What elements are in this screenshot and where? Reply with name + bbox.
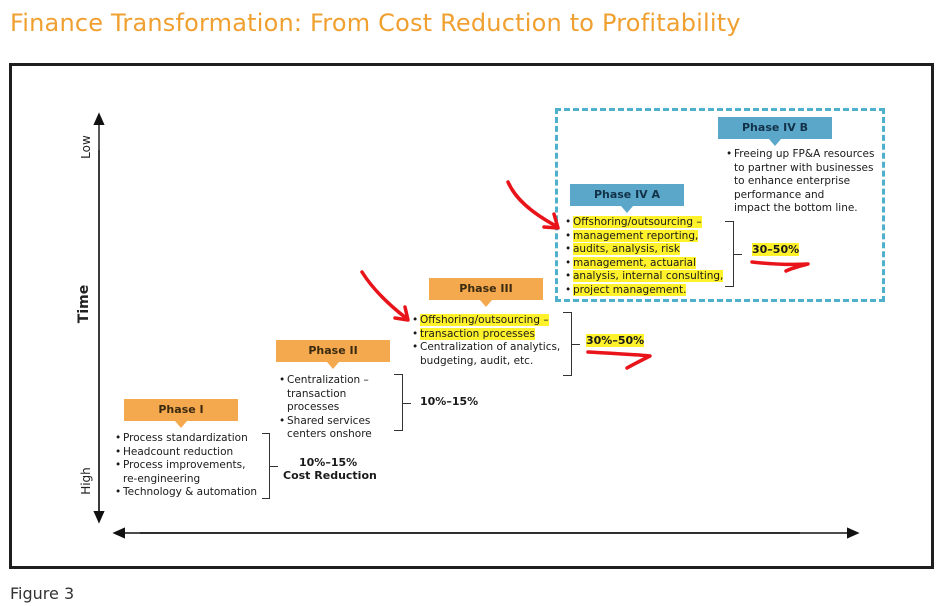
list-item: processes [279, 401, 372, 415]
list-item-cont: re-engineering [123, 472, 201, 485]
phase-1-percent-caption: Cost Reduction [283, 469, 377, 482]
highlighted-text: analysis, internal consulting, [573, 270, 724, 283]
phase-1-percent: 10%–15% [299, 456, 358, 469]
phase-2-tag: Phase II [276, 340, 390, 369]
phase-4a-percent: 30–50% [752, 243, 800, 256]
list-item: re-engineering [115, 473, 257, 487]
phase-4b-tag: Phase IV B [718, 117, 832, 146]
phase-iv-group-box [555, 108, 885, 302]
list-item-cont: centers onshore [287, 428, 372, 441]
list-item: budgeting, audit, etc. [412, 355, 560, 369]
highlighted-text: 30–50% [752, 243, 800, 256]
annotation-underline-phase-4a [750, 260, 810, 273]
list-item: Headcount reduction [115, 446, 257, 460]
phase-1-brace [262, 433, 278, 499]
highlighted-text: management, actuarial [573, 256, 697, 269]
list-item: Process standardization [115, 432, 257, 446]
list-item: Shared services [279, 415, 372, 429]
highlighted-text: Offshoring/outsourcing – [420, 314, 549, 326]
phase-3-list: Offshoring/outsourcing – transaction pro… [412, 314, 560, 368]
phase-2-list: Centralization – transaction processes S… [279, 374, 372, 442]
highlighted-text: Offshoring/outsourcing – [573, 216, 702, 228]
annotation-arrow-phase-4a [506, 180, 558, 228]
phase-3-tag: Phase III [429, 278, 543, 307]
page-title: Finance Transformation: From Cost Reduct… [10, 9, 741, 37]
list-item: Process improvements, [115, 459, 257, 473]
figure-caption: Figure 3 [10, 584, 75, 603]
highlighted-text: project management. [573, 283, 687, 296]
list-item: Centralization – [279, 374, 372, 388]
highlighted-text: management reporting, [573, 229, 699, 242]
list-item: project management. [565, 283, 723, 298]
phase-4a-brace [725, 221, 742, 287]
list-item-cont: budgeting, audit, etc. [420, 354, 534, 367]
annotation-arrow-phase-3 [360, 270, 408, 320]
list-item: transaction [279, 388, 372, 402]
phase-3-brace [563, 312, 580, 376]
list-item: to partner with businesses [734, 161, 874, 174]
phase-2-brace [394, 374, 411, 431]
phase-1-list: Process standardization Headcount reduct… [115, 432, 257, 500]
list-item: transaction processes [412, 327, 560, 342]
list-item: Offshoring/outsourcing – [565, 216, 723, 230]
annotation-arrow-phase-3-head [393, 305, 410, 322]
highlighted-text: audits, analysis, risk [573, 243, 680, 256]
list-item: Technology & automation [115, 486, 257, 500]
phase-1-tag: Phase I [124, 399, 238, 428]
annotation-underline-phase-3 [586, 350, 652, 370]
phase-3-percent: 30%–50% [586, 334, 645, 347]
phase-4a-tag: Phase IV A [570, 184, 684, 213]
phase-2-percent: 10%–15% [420, 395, 479, 408]
list-item-cont: processes [287, 401, 340, 414]
list-item: analysis, internal consulting, [565, 270, 724, 284]
list-item: audits, analysis, risk [565, 243, 723, 257]
list-item: Centralization of analytics, [412, 341, 560, 355]
list-item: impact the bottom line. [734, 202, 858, 215]
list-item: management, actuarial [565, 256, 723, 271]
list-item: centers onshore [279, 428, 372, 442]
phase-4b-list: Freeing up FP&A resources to partner wit… [726, 148, 874, 216]
list-item-cont: transaction [287, 387, 347, 400]
list-item: Offshoring/outsourcing – [412, 314, 560, 328]
highlighted-text: 30%–50% [586, 334, 645, 347]
list-item: management reporting, [565, 229, 723, 244]
phase-4a-list: Offshoring/outsourcing – management repo… [565, 216, 724, 298]
highlighted-text: transaction processes [420, 327, 535, 340]
list-item: to enhance enterprise [734, 175, 851, 188]
list-item: performance and [734, 188, 825, 201]
annotation-arrow-phase-4a-head [542, 212, 560, 230]
list-item: Freeing up FP&A resources [726, 148, 874, 162]
